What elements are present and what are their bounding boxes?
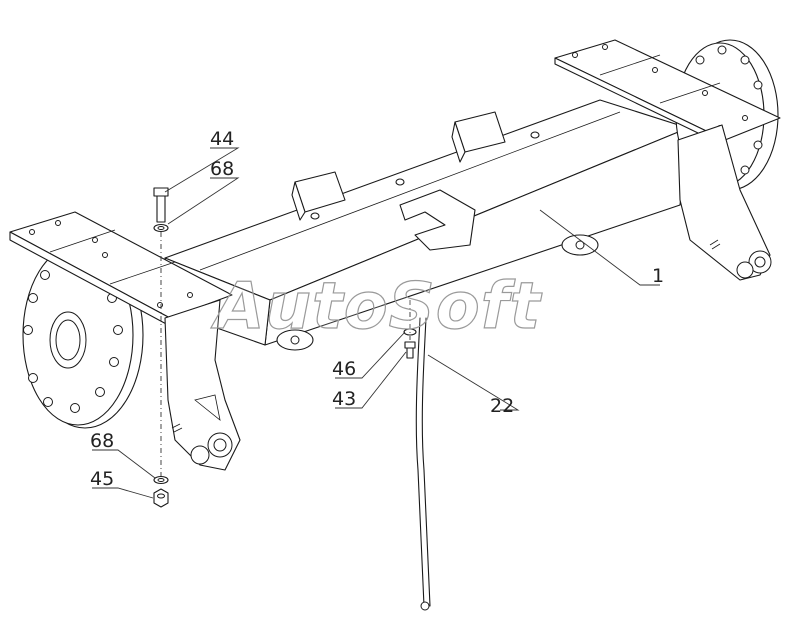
washer-68-bottom (153, 475, 169, 485)
right-mounting-pad (554, 39, 781, 147)
beam-center-bracket (399, 189, 476, 251)
autosoft-watermark: AutoSoft (210, 270, 543, 344)
callout-43: 43 (332, 388, 356, 410)
callout-46: 46 (332, 358, 356, 380)
bolt-43 (404, 341, 416, 359)
beam-lugs (276, 131, 599, 351)
right-bracket-plate (677, 124, 772, 281)
callout-1: 1 (652, 265, 664, 287)
left-bracket-plate (164, 299, 241, 471)
washer-68-top (153, 223, 169, 233)
callout-22: 22 (490, 395, 514, 417)
callout-leaders (92, 147, 660, 499)
callout-68-bottom: 68 (90, 430, 114, 452)
callout-44: 44 (210, 128, 234, 150)
chain-22 (415, 317, 431, 611)
beam-bracket-left (291, 171, 346, 221)
bolt-44 (153, 187, 169, 223)
callout-45: 45 (90, 468, 114, 490)
callout-68-top: 68 (210, 158, 234, 180)
left-mounting-pad (9, 211, 233, 327)
beam-bracket-right (451, 111, 506, 163)
nut-45 (153, 488, 169, 508)
